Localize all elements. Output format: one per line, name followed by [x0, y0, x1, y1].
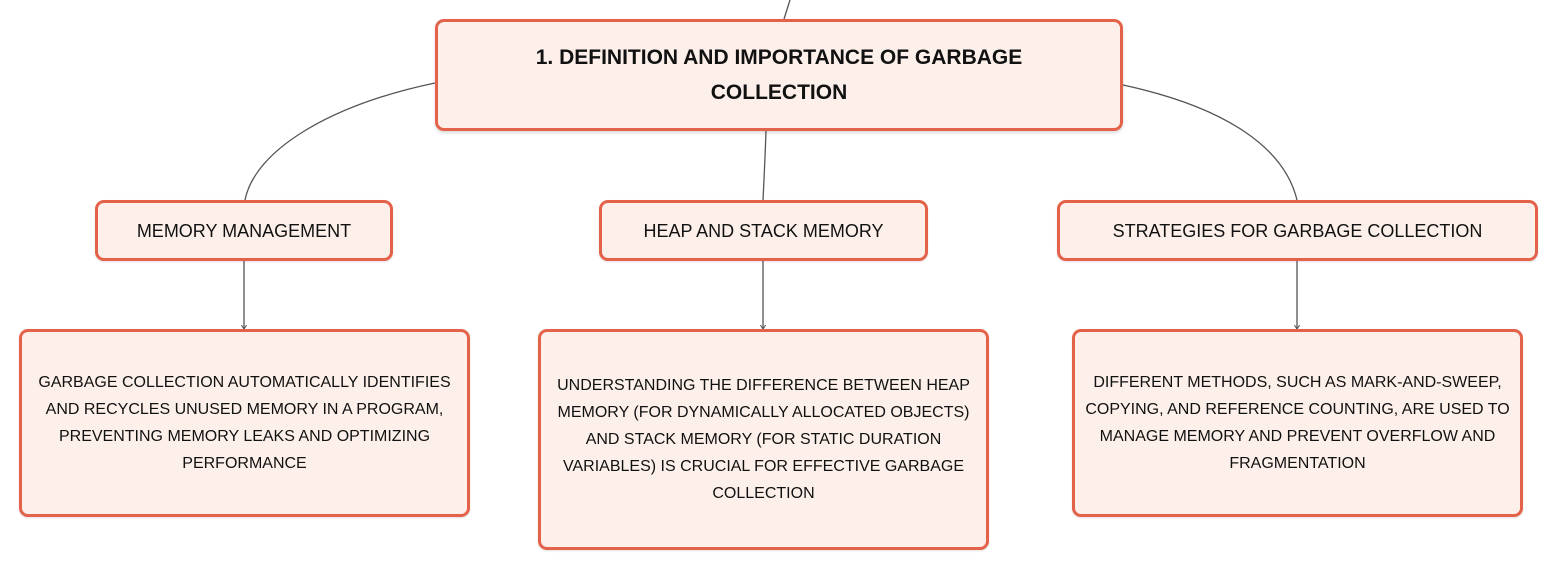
root-node[interactable]: 1. DEFINITION AND IMPORTANCE OF GARBAGE …: [435, 19, 1123, 131]
connector-root-to-memory-management: [244, 82, 436, 201]
topic-node-strategies-for-garbage-collection[interactable]: STRATEGIES FOR GARBAGE COLLECTION: [1057, 200, 1538, 261]
connector-root-to-strategies: [1122, 84, 1298, 201]
connector-parent-to-root: [783, 0, 791, 20]
topic-node-heap-and-stack-memory[interactable]: HEAP AND STACK MEMORY: [599, 200, 928, 261]
root-node-label: 1. DEFINITION AND IMPORTANCE OF GARBAGE …: [535, 46, 1023, 104]
detail-node-memory-management[interactable]: GARBAGE COLLECTION AUTOMATICALLY IDENTIF…: [19, 329, 470, 517]
detail-node-text: GARBAGE COLLECTION AUTOMATICALLY IDENTIF…: [38, 374, 451, 472]
detail-node-strategies-for-garbage-collection[interactable]: DIFFERENT METHODS, SUCH AS MARK-AND-SWEE…: [1072, 329, 1523, 517]
topic-node-memory-management[interactable]: MEMORY MANAGEMENT: [95, 200, 393, 261]
topic-node-label: HEAP AND STACK MEMORY: [643, 220, 884, 241]
detail-node-heap-and-stack-memory[interactable]: UNDERSTANDING THE DIFFERENCE BETWEEN HEA…: [538, 329, 989, 550]
connector-root-to-heap-and-stack: [762, 130, 767, 201]
topic-node-label: STRATEGIES FOR GARBAGE COLLECTION: [1112, 220, 1483, 241]
detail-node-text: DIFFERENT METHODS, SUCH AS MARK-AND-SWEE…: [1085, 374, 1510, 472]
topic-node-label: MEMORY MANAGEMENT: [136, 220, 352, 241]
detail-node-text: UNDERSTANDING THE DIFFERENCE BETWEEN HEA…: [557, 377, 970, 502]
